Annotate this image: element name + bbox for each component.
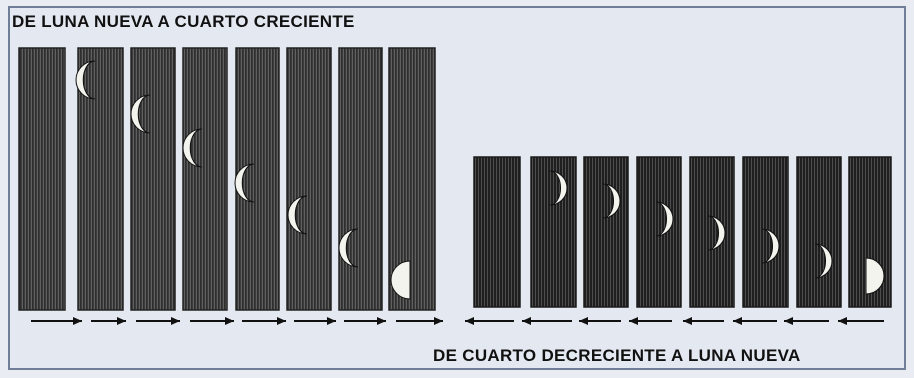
sequence-arrow-icon — [242, 317, 286, 325]
waning-panel — [796, 156, 842, 308]
waning-panel — [689, 156, 735, 308]
sequence-arrow-icon — [579, 317, 621, 325]
moon-crescent-icon — [75, 60, 96, 100]
moon-crescent-icon — [602, 183, 621, 219]
sequence-arrow-icon — [91, 317, 126, 325]
sequence-arrow-icon — [838, 317, 884, 325]
waxing-panel — [18, 47, 66, 311]
moon-crescent-icon — [707, 215, 726, 251]
waning-panel — [636, 156, 682, 308]
waxing-panels — [18, 47, 436, 311]
waning-panel — [530, 156, 577, 308]
title-waxing: DE LUNA NUEVA A CUARTO CRECIENTE — [12, 12, 355, 31]
sequence-arrows — [31, 317, 884, 325]
waning-panel — [583, 156, 629, 308]
waxing-panel — [234, 47, 280, 311]
moon-crescent-icon — [814, 243, 833, 279]
waxing-panel — [338, 47, 383, 311]
sequence-arrow-icon — [784, 317, 829, 325]
sequence-arrow-icon — [136, 317, 180, 325]
moon-crescent-icon — [130, 94, 151, 134]
moon-crescent-icon — [655, 201, 674, 237]
waxing-panel — [388, 47, 436, 311]
sequence-arrow-icon — [733, 317, 777, 325]
moon-crescent-icon — [549, 170, 568, 206]
moon-crescent-icon — [182, 128, 203, 168]
sequence-arrow-icon — [683, 317, 724, 325]
waning-panel — [473, 156, 521, 308]
sequence-arrow-icon — [294, 317, 336, 325]
moon-half-icon — [865, 257, 885, 295]
sequence-arrow-icon — [629, 317, 672, 325]
waxing-panel — [75, 47, 124, 311]
waxing-panel — [182, 47, 228, 311]
waning-panel — [848, 156, 892, 308]
moon-crescent-icon — [761, 228, 780, 264]
sequence-arrow-icon — [396, 317, 443, 325]
sequence-arrow-icon — [522, 317, 572, 325]
waxing-panel — [130, 47, 176, 311]
title-waning: DE CUARTO DECRECIENTE A LUNA NUEVA — [433, 346, 801, 365]
waxing-panel — [286, 47, 332, 311]
sequence-arrow-icon — [31, 317, 82, 325]
sequence-arrow-icon — [190, 317, 234, 325]
moon-crescent-icon — [338, 228, 359, 268]
waning-panel — [742, 156, 789, 308]
moon-crescent-icon — [287, 195, 308, 235]
moon-crescent-icon — [234, 163, 255, 203]
sequence-arrow-icon — [344, 317, 386, 325]
waning-panels — [473, 156, 892, 308]
sequence-arrow-icon — [465, 317, 514, 325]
moon-half-icon — [390, 260, 411, 300]
